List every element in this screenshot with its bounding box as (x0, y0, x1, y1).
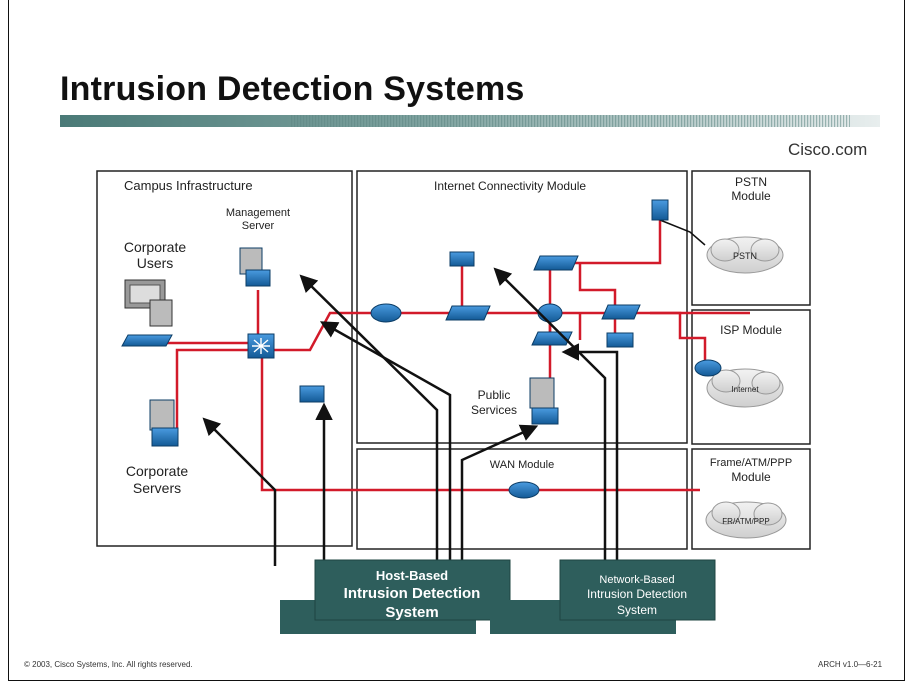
wan-router-icon (508, 481, 540, 499)
pstn-module-label-2: Module (731, 189, 771, 203)
public-services-label-2: Services (471, 403, 517, 417)
internet-cloud: Internet (706, 368, 784, 408)
monitoring-arrows (202, 267, 619, 566)
slide-title: Intrusion Detection Systems (60, 70, 525, 108)
wan-module-box (356, 448, 688, 550)
network-ids-box (559, 559, 716, 621)
campus-access-switch-icon (121, 334, 173, 347)
host-ids-label-3: System (385, 604, 438, 621)
corp-users-label-2: Users (137, 255, 174, 271)
isp-module-label: ISP Module (720, 323, 782, 337)
corp-users-label-1: Corporate (124, 239, 186, 255)
pstn-link (659, 219, 706, 246)
frame-module-label-2: Module (731, 470, 771, 484)
fr-atm-cloud: FR/ATM/PPP (705, 501, 787, 539)
copyright-footer: © 2003, Cisco Systems, Inc. All rights r… (24, 660, 193, 669)
brand-label: Cisco.com (788, 140, 868, 159)
network-ids-label-2: Intrusion Detection (587, 587, 687, 601)
corp-servers-label-1: Corporate (126, 463, 188, 479)
pstn-cloud: PSTN (706, 236, 784, 274)
public-switch-icon (531, 407, 559, 425)
frame-module-label-1: Frame/ATM/PPP (710, 457, 792, 469)
campus-ids-sensor-icon (299, 385, 325, 403)
wan-module-label: WAN Module (490, 459, 554, 471)
host-ids-label-2: Intrusion Detection (344, 585, 481, 602)
pstn-gateway-icon (651, 199, 669, 221)
internet-module-label: Internet Connectivity Module (434, 179, 586, 193)
server-switch-icon (151, 427, 179, 447)
internet-ids-sensor-icon (606, 332, 634, 348)
network-ids-label-1: Network-Based (599, 574, 674, 586)
page-reference: ARCH v1.0—6-21 (818, 660, 883, 669)
mgmt-server-label-1: Management (226, 207, 290, 219)
slide-frame (8, 0, 905, 681)
svg-text:PSTN: PSTN (733, 251, 757, 261)
internet-device-1-icon (449, 251, 475, 267)
network-ids-label-3: System (617, 603, 657, 617)
mgmt-switch-icon (245, 269, 271, 287)
corporate-server-icon (149, 399, 175, 431)
host-ids-box (314, 559, 511, 621)
internet-switch-1-icon (445, 305, 491, 321)
svg-text:Internet: Internet (731, 385, 759, 394)
devices (121, 199, 722, 499)
svg-text:FR/ATM/PPP: FR/ATM/PPP (722, 517, 769, 526)
pc-tower-icon (149, 299, 173, 327)
title-underline-bar (60, 115, 880, 127)
public-server-icon (529, 377, 555, 409)
mgmt-server-label-2: Server (242, 220, 275, 232)
edge-router-icon (370, 303, 402, 323)
internet-switch-2-icon (533, 255, 579, 271)
campus-module-label: Campus Infrastructure (124, 178, 253, 193)
isp-router-icon (694, 359, 722, 377)
public-services-label-1: Public (478, 388, 511, 402)
host-ids-label-1: Host-Based (376, 568, 448, 583)
internet-switch-4-icon (601, 304, 641, 320)
campus-module-box (96, 170, 353, 547)
corp-servers-label-2: Servers (133, 480, 181, 496)
pstn-module-label-1: PSTN (735, 175, 767, 189)
